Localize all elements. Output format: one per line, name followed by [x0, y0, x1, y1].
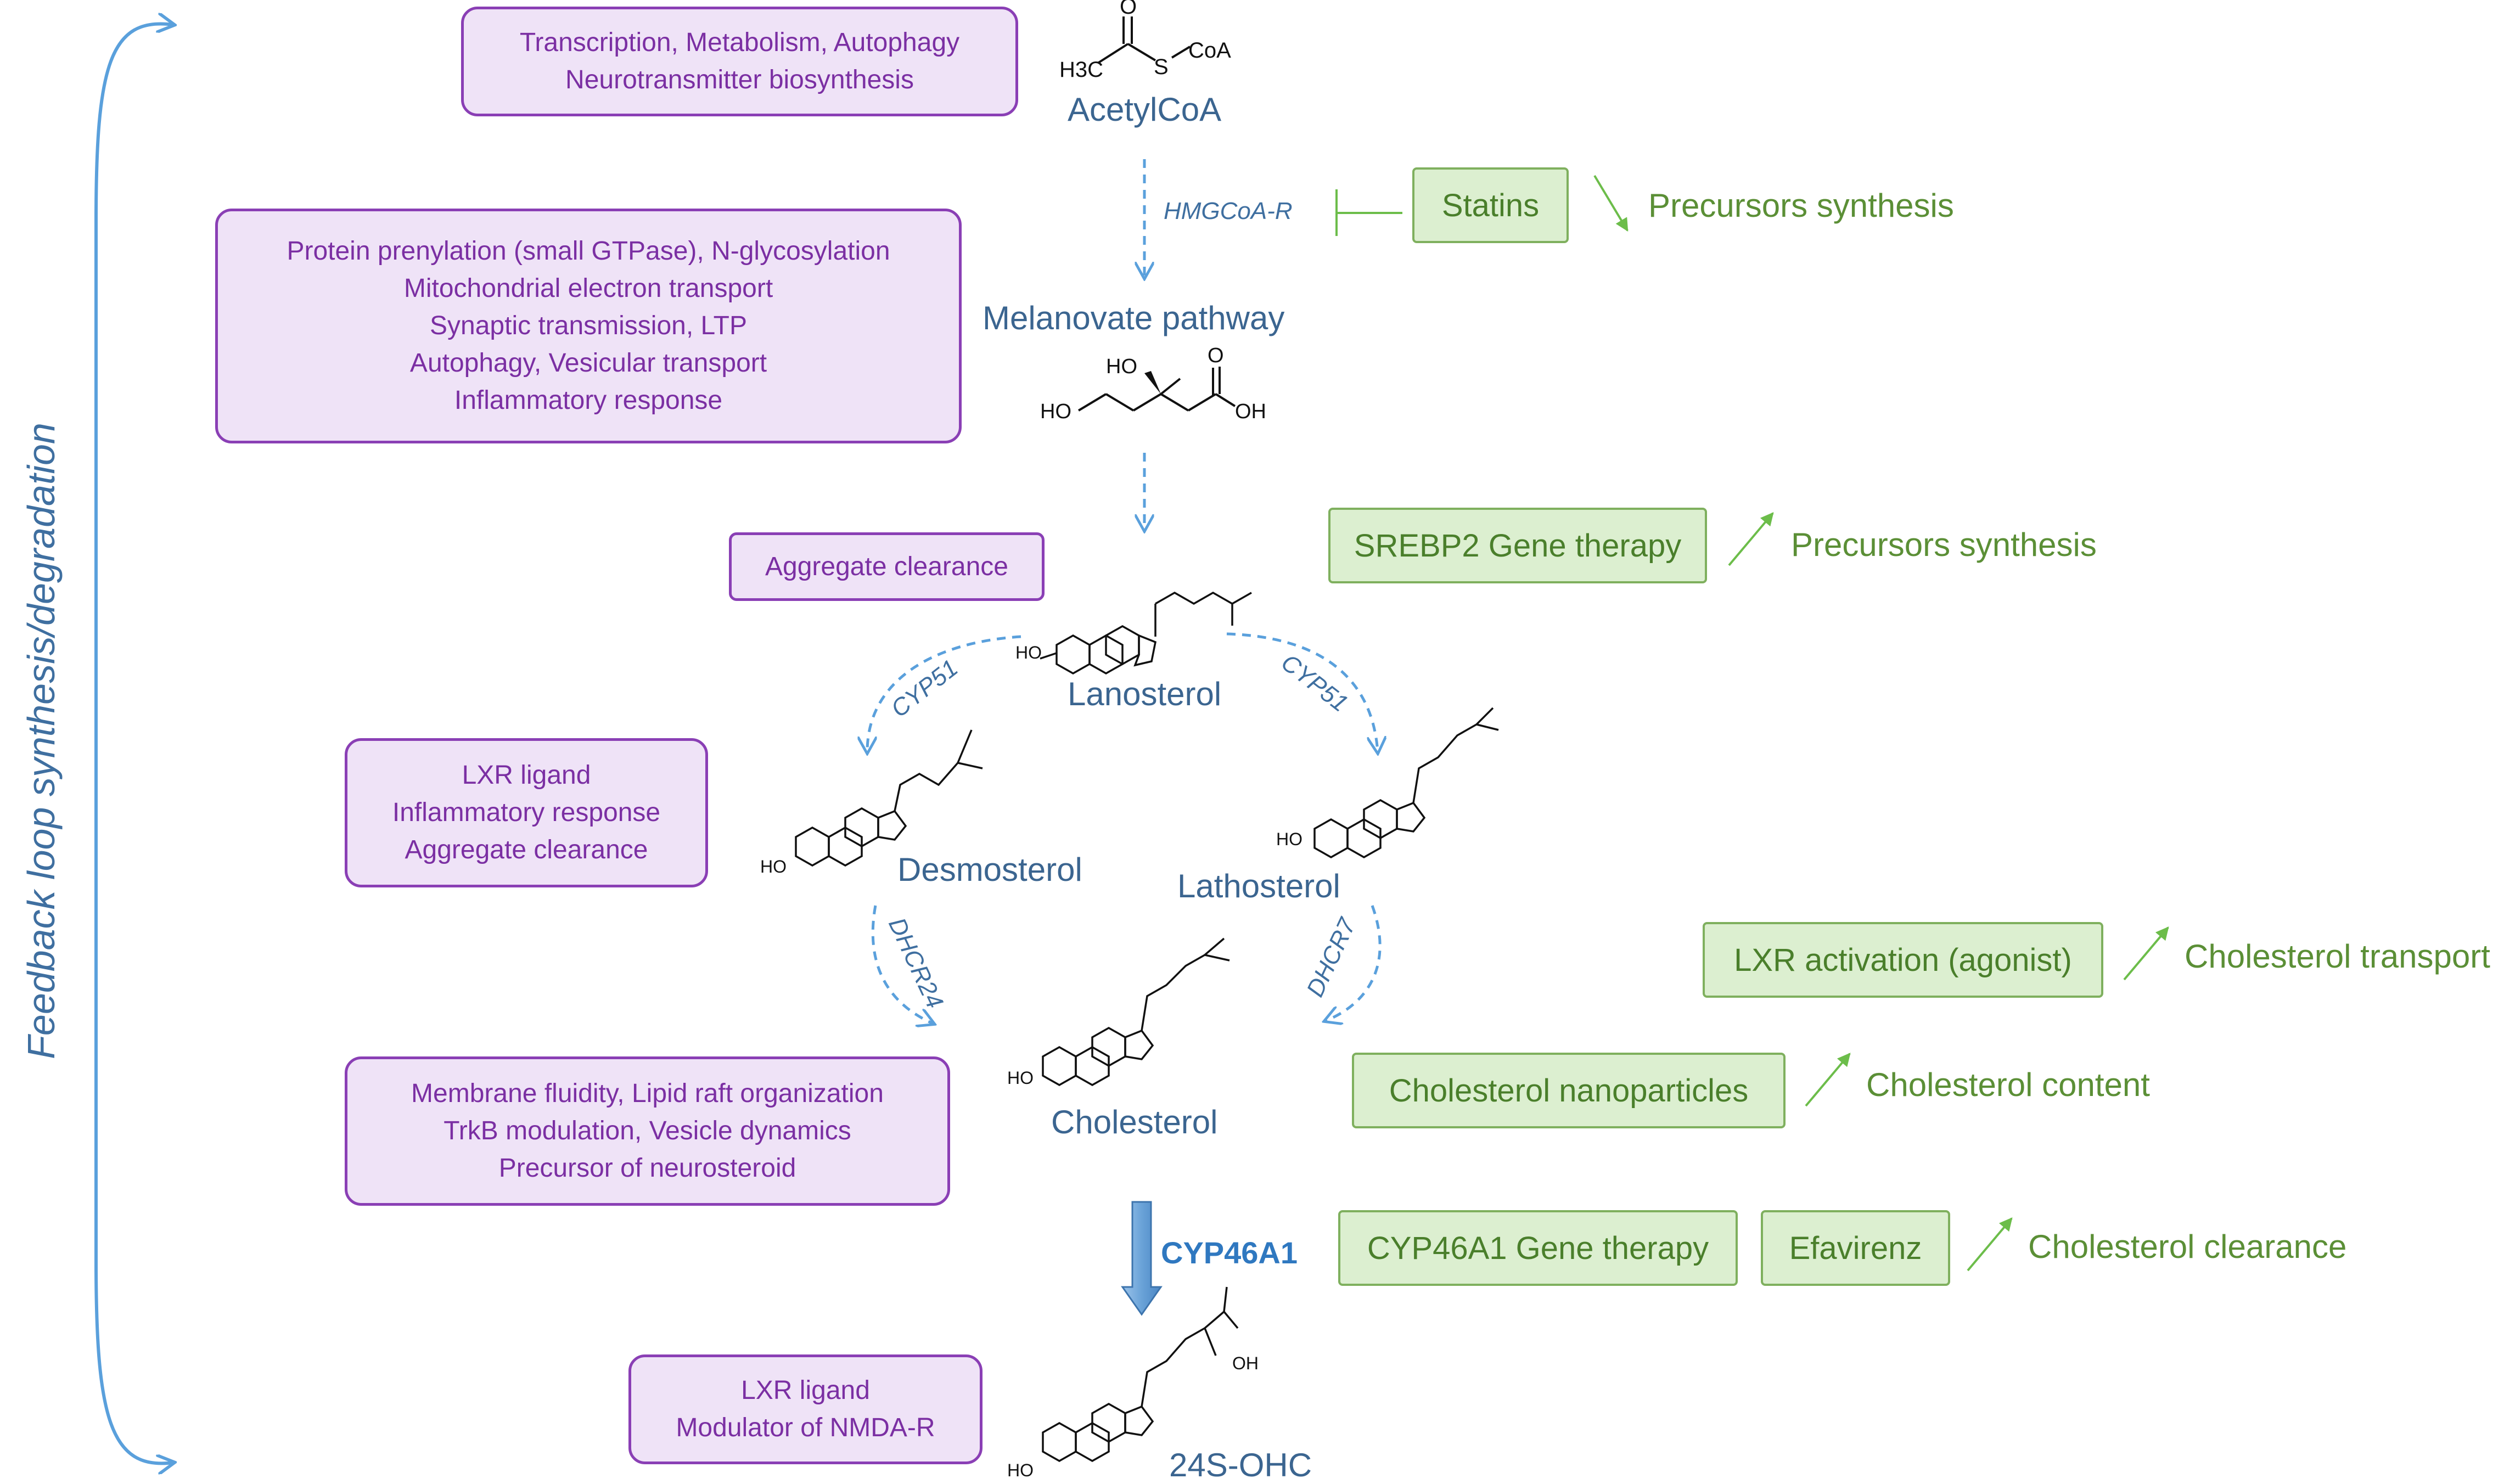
- molecule-mevalonate: Melanovate pathway: [982, 300, 1285, 336]
- atom-ho-1: HO: [1040, 400, 1071, 423]
- effect-cholesterol-clearance: Cholesterol clearance: [2028, 1228, 2347, 1265]
- function-line: Aggregate clearance: [765, 552, 1008, 581]
- function-line: Modulator of NMDA-R: [676, 1413, 935, 1442]
- enzyme-cyp46a1: CYP46A1: [1161, 1235, 1298, 1270]
- function-line: Autophagy, Vesicular transport: [409, 348, 767, 378]
- arrow-lanosterol-to-lathosterol: [1226, 632, 1378, 752]
- molecule-acetylcoa: AcetylCoA: [1068, 91, 1222, 128]
- therapy-cholesterol-nanoparticles: Cholesterol nanoparticles: [1352, 1053, 1786, 1128]
- lanosterol-structure: HO: [1015, 591, 1252, 675]
- mevalonate-structure: HO HO O OH: [1040, 344, 1266, 423]
- function-line: Precursor of neurosteroid: [498, 1154, 796, 1183]
- effect-arrow-lxr: [2123, 926, 2169, 981]
- atom-ho-2: HO: [1106, 355, 1137, 378]
- atom-s: S: [1154, 55, 1169, 79]
- function-line: LXR ligand: [741, 1376, 870, 1405]
- molecule-desmosterol: Desmosterol: [897, 851, 1082, 888]
- desmosterol-structure: HO: [760, 729, 983, 876]
- therapy-lxr-activation: LXR activation (agonist): [1703, 922, 2103, 998]
- atom-oh: OH: [1235, 400, 1266, 423]
- atom-ho: HO: [1015, 643, 1042, 662]
- effect-statins-precursors: Precursors synthesis: [1648, 187, 1954, 224]
- atom-ho: HO: [1276, 829, 1302, 849]
- function-line: Mitochondrial electron transport: [403, 274, 773, 303]
- function-box-24s-ohc: LXR ligand Modulator of NMDA-R: [628, 1354, 982, 1464]
- effect-arrow-nanoparticles: [1805, 1053, 1851, 1107]
- function-box-desmosterol: LXR ligand Inflammatory response Aggrega…: [345, 738, 708, 887]
- therapy-statins: Statins: [1412, 167, 1569, 243]
- function-line: Inflammatory response: [392, 798, 661, 827]
- cholesterol-structure: HO: [1007, 937, 1230, 1088]
- atom-ho: HO: [1007, 1068, 1034, 1088]
- atom-h3c: H3C: [1059, 58, 1103, 82]
- molecule-lanosterol: Lanosterol: [1068, 676, 1222, 712]
- effect-arrow-srebp2: [1728, 512, 1774, 566]
- atom-o: O: [1120, 0, 1137, 19]
- arrow-desmosterol-to-cholesterol: [871, 905, 933, 1024]
- molecule-24s-ohc: 24S-OHC: [1169, 1447, 1312, 1483]
- ohc-structure: OH HO: [1007, 1286, 1259, 1480]
- therapy-srebp2-gene: SREBP2 Gene therapy: [1328, 508, 1707, 583]
- function-line: TrkB modulation, Vesicle dynamics: [443, 1116, 851, 1145]
- function-line: Neurotransmitter biosynthesis: [565, 65, 914, 94]
- effect-cholesterol-transport: Cholesterol transport: [2185, 938, 2490, 975]
- function-line: Membrane fluidity, Lipid raft organizati…: [411, 1079, 884, 1108]
- cyp46a1-arrow: [1121, 1201, 1163, 1316]
- function-line: LXR ligand: [462, 761, 591, 790]
- function-line: Transcription, Metabolism, Autophagy: [519, 28, 960, 57]
- function-line: Synaptic transmission, LTP: [430, 311, 747, 340]
- feedback-loop-label: Feedback loop synthesis/degradation: [20, 423, 63, 1059]
- therapy-cyp46a1-gene: CYP46A1 Gene therapy: [1338, 1210, 1738, 1286]
- function-line: Protein prenylation (small GTPase), N-gl…: [287, 237, 890, 266]
- function-box-mevalonate: Protein prenylation (small GTPase), N-gl…: [215, 209, 962, 443]
- lathosterol-structure: HO: [1276, 707, 1499, 859]
- feedback-loop-arrow: [94, 24, 173, 1463]
- enzyme-hmgcoa-r: HMGCoA-R: [1164, 198, 1293, 224]
- effect-cholesterol-content: Cholesterol content: [1866, 1066, 2150, 1103]
- effect-arrow-statins: [1593, 175, 1629, 232]
- function-box-lanosterol: Aggregate clearance: [729, 532, 1045, 601]
- acetylcoa-structure: H3C O S CoA: [1059, 0, 1231, 82]
- molecule-lathosterol: Lathosterol: [1177, 868, 1340, 904]
- atom-coa: CoA: [1188, 38, 1231, 63]
- atom-o: O: [1208, 344, 1224, 367]
- effect-arrow-cyp46a1: [1967, 1217, 2013, 1272]
- arrow-lathosterol-to-cholesterol: [1326, 905, 1382, 1021]
- function-line: Aggregate clearance: [405, 835, 648, 864]
- therapy-efavirenz: Efavirenz: [1761, 1210, 1950, 1286]
- molecule-cholesterol: Cholesterol: [1051, 1104, 1218, 1140]
- function-box-cholesterol: Membrane fluidity, Lipid raft organizati…: [345, 1056, 950, 1206]
- arrow-lanosterol-to-desmosterol: [867, 635, 1021, 752]
- function-line: Inflammatory response: [454, 386, 723, 415]
- atom-ho: HO: [1007, 1460, 1034, 1480]
- atom-ho: HO: [760, 857, 787, 876]
- function-box-acetylcoa: Transcription, Metabolism, Autophagy Neu…: [461, 7, 1018, 116]
- atom-oh: OH: [1232, 1353, 1259, 1373]
- effect-srebp2-precursors: Precursors synthesis: [1791, 526, 2097, 563]
